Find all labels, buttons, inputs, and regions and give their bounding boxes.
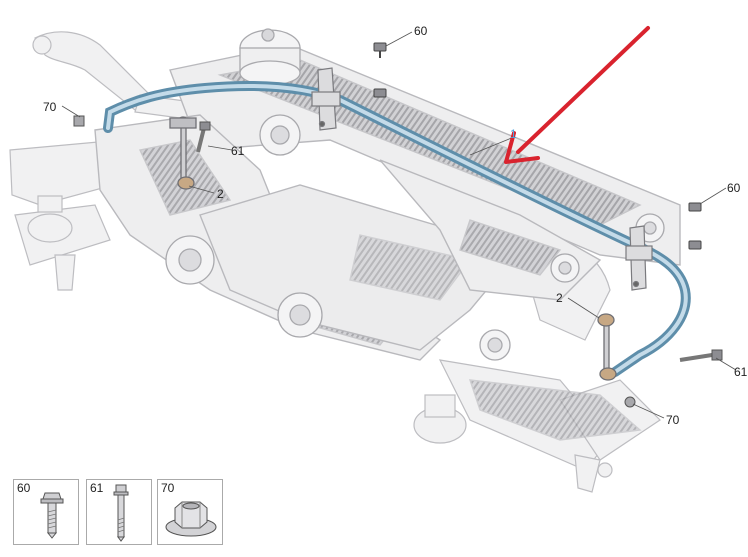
- callout-61-right: 61: [734, 365, 748, 379]
- legend-number-61: 61: [90, 481, 104, 495]
- callout-61-left: 61: [231, 144, 245, 158]
- legend-item-70: 70: [157, 479, 223, 545]
- long-bolt-icon: [113, 484, 129, 542]
- bolt-61-right: [679, 349, 723, 362]
- legend-item-60: 60: [13, 479, 79, 545]
- bolt-60-right: [688, 202, 702, 250]
- legend-item-61: 61: [86, 479, 152, 545]
- flange-nut-icon: [165, 501, 217, 537]
- callout-2-right: 2: [556, 291, 563, 305]
- bolt-60-top: [373, 42, 387, 98]
- callout-60-right: 60: [727, 181, 741, 195]
- flange-bolt-icon: [40, 492, 64, 539]
- stabilizer-link-right: [597, 313, 617, 381]
- callout-2-left: 2: [217, 187, 224, 201]
- nut-70-left: [73, 115, 85, 127]
- nut-70-right: [624, 396, 636, 408]
- callout-70-right: 70: [666, 413, 680, 427]
- subframe-bushings: [165, 28, 665, 361]
- stabilizer-bar-bracket-left: [311, 67, 341, 131]
- red-arrow: [504, 26, 650, 164]
- callout-60-top: 60: [414, 24, 428, 38]
- callout-1: 1: [510, 127, 517, 141]
- legend-number-70: 70: [161, 481, 175, 495]
- callout-70-left: 70: [43, 100, 57, 114]
- leader-lines: [61, 31, 737, 419]
- stabilizer-link-left: [169, 116, 197, 190]
- stabilizer-bar-bracket-right: [625, 225, 653, 291]
- bolt-61-left: [196, 121, 211, 153]
- stabilizer-bar: [103, 81, 691, 377]
- legend-number-60: 60: [17, 481, 31, 495]
